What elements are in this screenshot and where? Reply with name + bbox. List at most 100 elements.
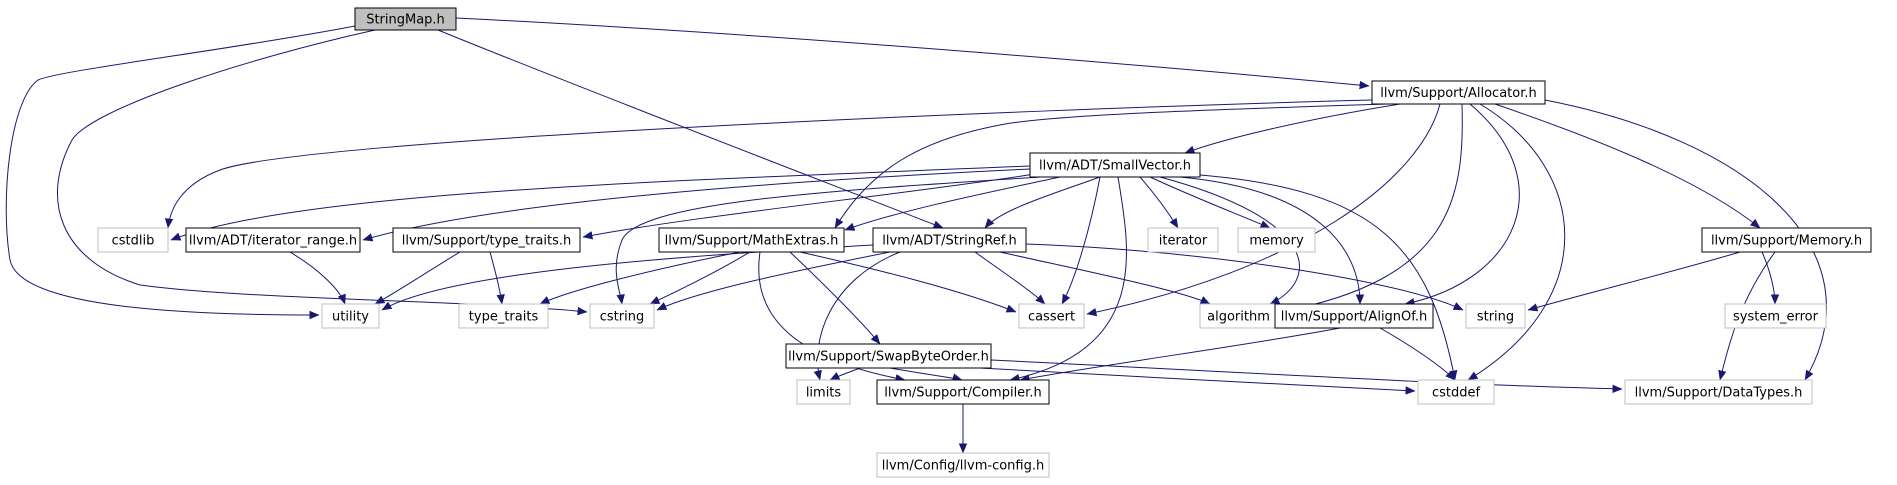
node-memory_h[interactable]: llvm/Support/Memory.h	[1701, 227, 1872, 253]
node-llvmconfig: llvm/Config/llvm-config.h	[876, 452, 1050, 478]
edge-swapbyteorder-to-limits	[829, 367, 861, 381]
node-label-alignof: llvm/Support/AlignOf.h	[1281, 310, 1428, 325]
node-label-system_error: system_error	[1733, 310, 1819, 325]
edge-mathextras-to-cstring	[649, 251, 751, 305]
node-box-smallvector	[1029, 152, 1201, 178]
edge-stringmap-to-allocator	[455, 17, 1370, 90]
edge-allocator-to-memory_h	[1494, 103, 1761, 229]
node-label-limits: limits	[806, 386, 842, 401]
edge-allocator-to-cassert	[1086, 103, 1441, 317]
edge-smallvector-to-memory	[1149, 176, 1271, 229]
node-box-string	[1465, 303, 1526, 329]
edge-stringref-to-cassert	[974, 251, 1046, 305]
edge-stringmap-to-cstring	[57, 29, 588, 316]
node-layer: StringMap.h llvm/Support/Allocator.h llvm/…	[97, 7, 1872, 478]
node-box-type_traits	[458, 303, 549, 329]
edge-mathextras-to-cassert	[799, 251, 1017, 313]
node-label-stringmap: StringMap.h	[366, 13, 445, 28]
node-label-string: string	[1477, 310, 1514, 325]
node-label-iterator_range: llvm/ADT/iterator_range.h	[189, 234, 357, 249]
node-mathextras[interactable]: llvm/Support/MathExtras.h	[658, 227, 845, 253]
node-label-llvmconfig: llvm/Config/llvm-config.h	[882, 459, 1044, 474]
edge-allocator-to-alignof	[1404, 103, 1520, 307]
node-box-llvmconfig	[876, 452, 1050, 478]
edge-memory_h-to-string	[1527, 251, 1741, 312]
edge-layer	[5, 17, 1827, 454]
node-iterator: iterator	[1147, 227, 1219, 253]
edge-type_traits_h-to-utility	[374, 251, 461, 305]
edge-stringref-to-string	[1025, 243, 1464, 311]
node-box-algorithm	[1199, 303, 1278, 329]
edge-mathextras-to-swapbyteorder	[789, 251, 881, 345]
node-box-stringref	[872, 227, 1027, 253]
edge-smallvector-to-cstring	[615, 176, 1041, 305]
edge-stringmap-to-utility	[5, 25, 356, 320]
node-utility: utility	[321, 303, 380, 329]
edge-mathextras-to-compiler	[758, 251, 906, 383]
node-box-cstddef	[1417, 379, 1495, 405]
node-cstddef: cstddef	[1417, 379, 1495, 405]
node-swapbyteorder[interactable]: llvm/Support/SwapByteOrder.h	[785, 343, 992, 369]
node-cstring: cstring	[589, 303, 655, 329]
node-label-cassert: cassert	[1028, 310, 1075, 325]
edge-smallvector-to-cstddef	[1199, 174, 1458, 381]
edge-smallvector-to-iterator_range	[362, 168, 1031, 242]
edge-smallvector-to-mathextras	[844, 176, 1061, 231]
node-box-compiler	[876, 379, 1050, 405]
edge-swapbyteorder-to-cstddef	[979, 367, 1416, 395]
node-label-cstdlib: cstdlib	[112, 234, 155, 249]
node-box-swapbyteorder	[785, 343, 992, 369]
node-type_traits_h[interactable]: llvm/Support/type_traits.h	[392, 227, 581, 253]
node-label-algorithm: algorithm	[1207, 310, 1270, 325]
edge-smallvector-to-cassert	[1061, 176, 1101, 305]
node-smallvector[interactable]: llvm/ADT/SmallVector.h	[1029, 152, 1201, 178]
edge-allocator-to-cstdlib	[164, 99, 1373, 229]
node-box-alignof	[1274, 303, 1434, 329]
edge-mathextras-to-type_traits	[539, 251, 741, 305]
node-box-cstdlib	[97, 227, 169, 253]
edge-swapbyteorder-to-datatypes	[990, 359, 1623, 393]
edge-memory_h-to-system_error	[1761, 251, 1780, 305]
edge-stringref-to-cstring	[656, 251, 891, 311]
node-stringref[interactable]: llvm/ADT/StringRef.h	[872, 227, 1027, 253]
edge-stringmap-to-stringref	[437, 29, 944, 229]
node-stringmap: StringMap.h	[354, 7, 457, 31]
node-compiler[interactable]: llvm/Support/Compiler.h	[876, 379, 1050, 405]
node-label-compiler: llvm/Support/Compiler.h	[884, 386, 1041, 401]
node-iterator_range[interactable]: llvm/ADT/iterator_range.h	[185, 227, 361, 253]
node-label-datatypes: llvm/Support/DataTypes.h	[1635, 386, 1803, 401]
node-string: string	[1465, 303, 1526, 329]
node-label-type_traits_h: llvm/Support/type_traits.h	[402, 234, 572, 249]
node-label-iterator: iterator	[1159, 234, 1208, 249]
node-box-type_traits_h	[392, 227, 581, 253]
edge-allocator-to-mathextras	[834, 103, 1388, 229]
edge-allocator-to-smallvector	[1184, 103, 1401, 154]
node-type_traits: type_traits	[458, 303, 549, 329]
node-label-swapbyteorder: llvm/Support/SwapByteOrder.h	[788, 350, 989, 365]
node-box-iterator	[1147, 227, 1219, 253]
node-label-type_traits: type_traits	[469, 310, 539, 325]
edge-smallvector-to-compiler	[1009, 176, 1127, 383]
node-alignof[interactable]: llvm/Support/AlignOf.h	[1274, 303, 1434, 329]
node-box-mathextras	[658, 227, 845, 253]
node-box-system_error	[1724, 303, 1827, 329]
node-label-stringref: llvm/ADT/StringRef.h	[882, 234, 1016, 249]
edge-smallvector-to-cstdlib	[170, 165, 1031, 241]
node-label-mathextras: llvm/Support/MathExtras.h	[665, 234, 839, 249]
edge-alignof-to-compiler	[1019, 327, 1341, 383]
node-box-cstring	[589, 303, 655, 329]
node-allocator[interactable]: llvm/Support/Allocator.h	[1371, 80, 1546, 105]
node-label-cstddef: cstddef	[1432, 386, 1481, 401]
node-box-stringmap	[354, 7, 457, 31]
node-algorithm: algorithm	[1199, 303, 1278, 329]
edge-iterator_range-to-utility	[289, 251, 346, 305]
edge-smallvector-to-stringref	[984, 176, 1101, 229]
node-box-limits	[796, 379, 851, 405]
node-label-allocator: llvm/Support/Allocator.h	[1380, 86, 1537, 101]
node-label-cstring: cstring	[600, 310, 644, 325]
node-box-iterator_range	[185, 227, 361, 253]
node-label-memory: memory	[1249, 234, 1304, 249]
edge-stringref-to-algorithm	[999, 251, 1211, 305]
node-box-datatypes	[1624, 379, 1813, 405]
